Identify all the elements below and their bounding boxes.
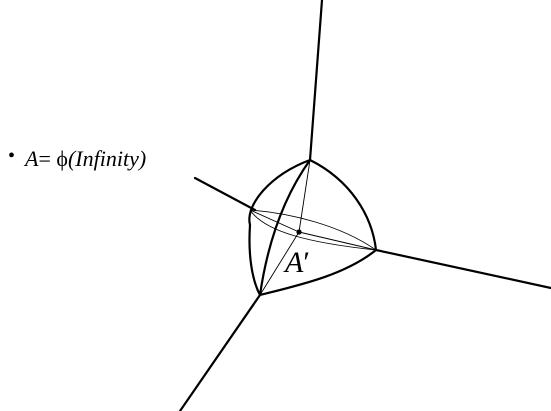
- label-a-prime-var: A: [283, 246, 304, 279]
- label-a-prime-mark: ′: [303, 246, 310, 279]
- region-edge-left-outer: [248, 158, 311, 296]
- ray-down: [178, 293, 262, 411]
- region-edge-right: [309, 159, 378, 251]
- thin-arc-upper: [249, 209, 377, 251]
- region-edge-bottom: [259, 249, 377, 297]
- thin-center-to-right: [298, 231, 377, 251]
- thin-arc-lower: [249, 209, 377, 251]
- label-a-var: A: [23, 146, 39, 171]
- label-infinity: (Infinity): [68, 146, 146, 171]
- thin-left-to-center: [249, 209, 300, 233]
- thin-center-to-bottom: [259, 231, 300, 296]
- center-point: [296, 229, 302, 235]
- thin-lines: [249, 159, 377, 296]
- label-a-phi-infinity: A= ϕ(Infinity): [23, 146, 146, 171]
- curved-region: [248, 158, 378, 297]
- ray-right: [374, 248, 551, 290]
- ray-up: [308, 0, 324, 162]
- label-a-prime: A′: [283, 246, 310, 279]
- label-bullet: •: [8, 145, 15, 167]
- ray-left: [193, 176, 257, 212]
- region-edge-inner: [258, 159, 311, 296]
- label-equals: =: [38, 146, 56, 171]
- thin-top-to-center: [298, 159, 311, 233]
- label-phi: ϕ: [56, 146, 68, 171]
- rays: [178, 0, 551, 411]
